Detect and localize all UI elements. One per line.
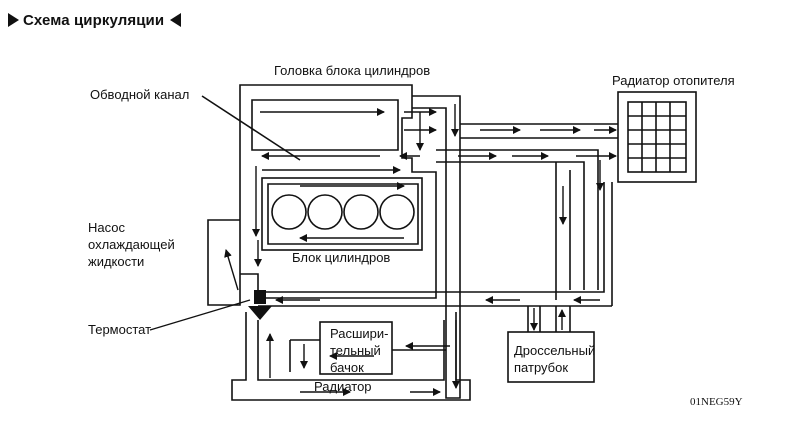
figure-code: 01NEG59Y bbox=[690, 396, 743, 408]
diagram-title: Схема циркуляции bbox=[8, 10, 182, 30]
cylinder-bore-3 bbox=[343, 194, 379, 230]
label-thermostat: Термостат bbox=[88, 322, 152, 337]
label-expansion-line2: тельный bbox=[330, 343, 381, 358]
block-water-jacket bbox=[267, 183, 419, 245]
label-throttle-line2: патрубок bbox=[514, 360, 569, 375]
outlet-riser bbox=[412, 95, 461, 399]
label-heater-radiator: Радиатор отопителя bbox=[612, 73, 735, 88]
triangle-right-icon bbox=[8, 13, 19, 27]
cylinder-bore-2 bbox=[307, 194, 343, 230]
cylinder-bore-4 bbox=[379, 194, 415, 230]
triangle-left-icon bbox=[170, 13, 182, 27]
head-inner-channel bbox=[251, 99, 399, 151]
heater-return-pipe bbox=[436, 149, 599, 290]
cylinder-bore-1 bbox=[271, 194, 307, 230]
label-cylinder-head: Головка блока цилиндров bbox=[274, 63, 431, 78]
heater-radiator-box bbox=[617, 91, 697, 183]
cylinder-block-outline bbox=[261, 177, 423, 251]
thermostat-icon bbox=[248, 290, 272, 320]
label-cylinder-block: Блок цилиндров bbox=[292, 250, 391, 265]
label-expansion-line1: Расшири- bbox=[330, 326, 389, 341]
engine-housing-outline bbox=[207, 84, 437, 306]
radiator-outline bbox=[231, 312, 471, 401]
label-throttle-line1: Дроссельный bbox=[514, 343, 596, 358]
label-pump-line3: жидкости bbox=[88, 254, 145, 269]
pump-return-pipe bbox=[258, 182, 605, 293]
label-pump-line1: Насос bbox=[88, 220, 125, 235]
label-bypass-channel: Обводной канал bbox=[90, 87, 190, 102]
throttle-body-box bbox=[507, 331, 595, 383]
label-radiator: Радиатор bbox=[314, 379, 372, 394]
bypass-leader-line bbox=[201, 95, 301, 161]
expansion-tank-box bbox=[319, 321, 393, 375]
label-pump-line2: охлаждающей bbox=[88, 237, 175, 252]
title-text: Схема циркуляции bbox=[23, 11, 165, 29]
label-expansion-line3: бачок bbox=[330, 360, 364, 375]
